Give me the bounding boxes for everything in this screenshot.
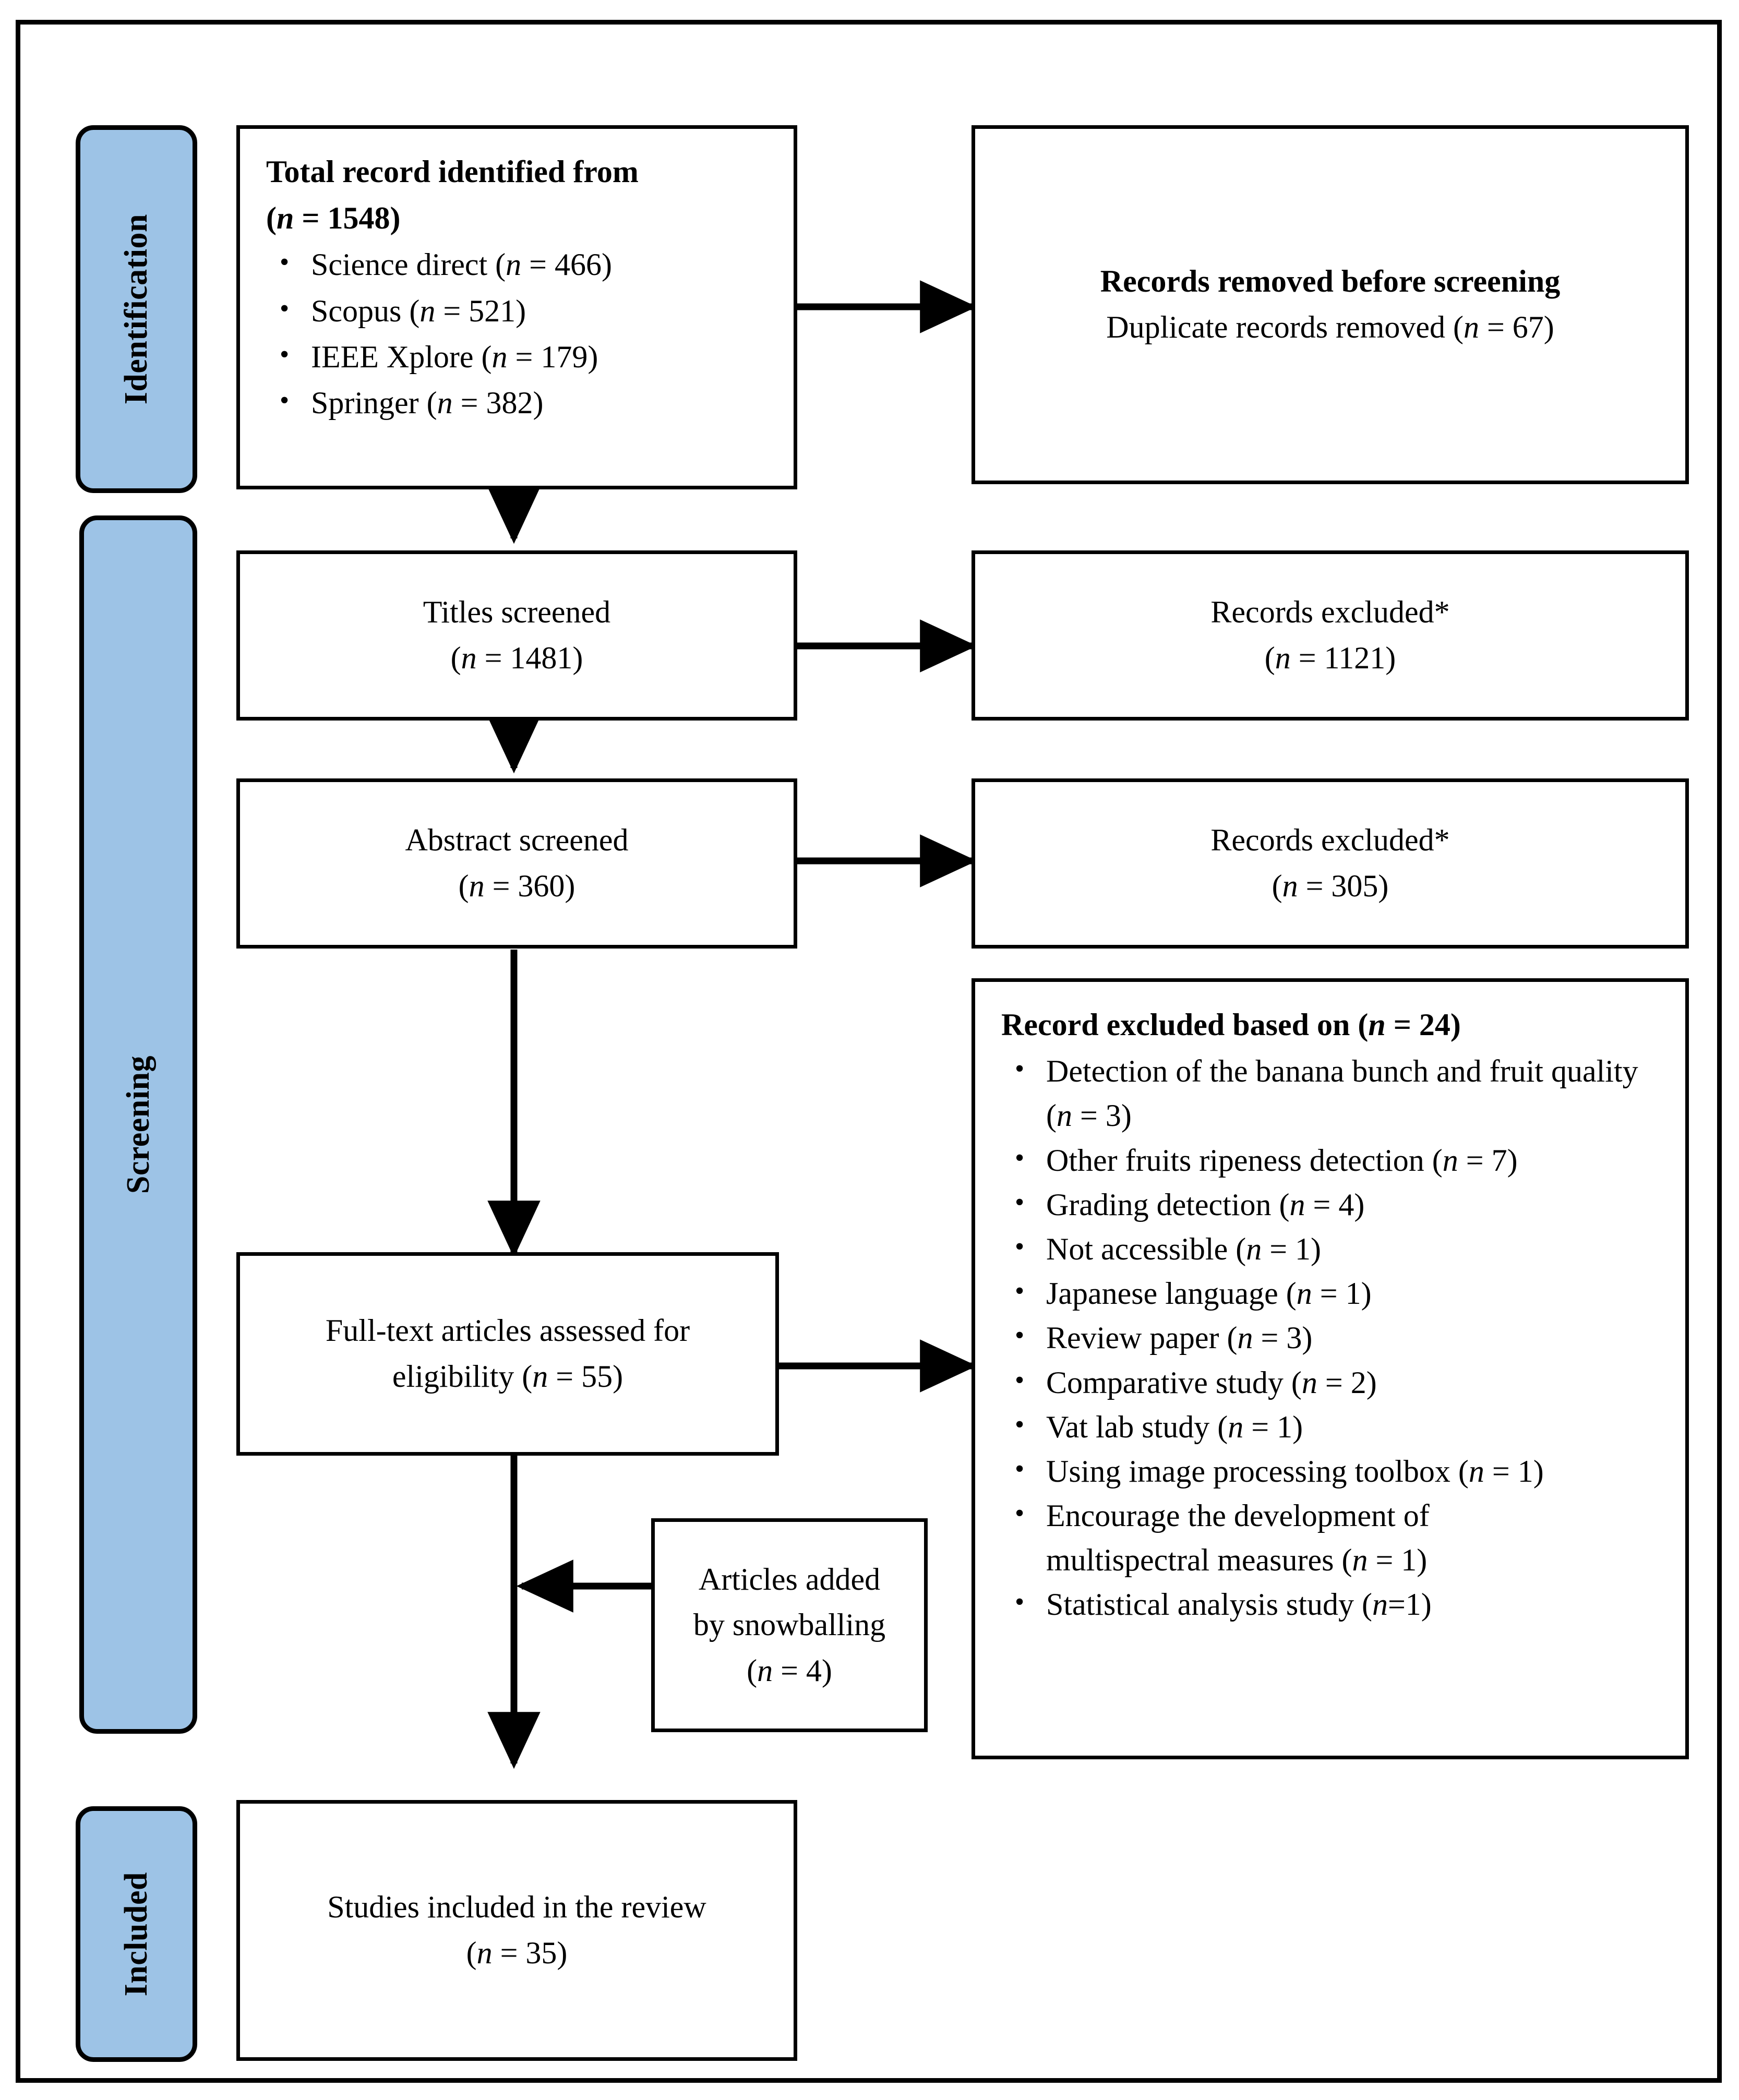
- total-records-count: (n = 1548): [266, 201, 401, 236]
- list-item: Other fruits ripeness detection (n = 7): [1014, 1137, 1670, 1183]
- stage-bar-screening: Screening: [79, 515, 197, 1734]
- list-item: Springer (n = 382): [279, 380, 778, 425]
- studies-included-label: Studies included in the review: [327, 1890, 706, 1925]
- list-item: Scopus (n = 521): [279, 288, 778, 333]
- list-item: Statistical analysis study (n=1): [1014, 1581, 1670, 1627]
- snowballing-line-2: by snowballing: [693, 1607, 886, 1642]
- list-item: Science direct (n = 466): [279, 242, 778, 287]
- fulltext-assessed-label: Full-text articles assessed for: [325, 1313, 690, 1348]
- list-item: Not accessible (n = 1): [1014, 1226, 1670, 1271]
- node-abstract-records-excluded: Records excluded* (n = 305): [972, 778, 1689, 949]
- node-titles-screened: Titles screened (n = 1481): [236, 550, 797, 721]
- node-titles-records-excluded: Records excluded* (n = 1121): [972, 550, 1689, 721]
- total-records-title: Total record identified from: [266, 154, 639, 189]
- records-removed-detail: Duplicate records removed (n = 67): [1106, 310, 1554, 344]
- fulltext-assessed-count: eligibility (n = 55): [392, 1359, 623, 1394]
- list-item: Detection of the banana bunch and fruit …: [1014, 1048, 1670, 1138]
- node-record-excluded-reasons: Record excluded based on (n = 24) Detect…: [972, 978, 1689, 1759]
- stage-bar-included: Included: [76, 1806, 197, 2062]
- list-item: Vat lab study (n = 1): [1014, 1404, 1670, 1449]
- node-total-records-identified: Total record identified from (n = 1548) …: [236, 125, 797, 489]
- studies-included-count: (n = 35): [466, 1936, 568, 1970]
- titles-excluded-count: (n = 1121): [1264, 641, 1396, 675]
- records-removed-heading: Records removed before screening: [1100, 264, 1561, 299]
- snowballing-count: (n = 4): [747, 1653, 832, 1688]
- list-item: IEEE Xplore (n = 179): [279, 334, 778, 379]
- stage-label-included: Included: [118, 1871, 154, 1997]
- list-item: Grading detection (n = 4): [1014, 1182, 1670, 1227]
- stage-label-identification: Identification: [118, 213, 154, 405]
- list-item: Using image processing toolbox (n = 1): [1014, 1448, 1670, 1494]
- titles-excluded-label: Records excluded*: [1210, 595, 1450, 630]
- record-excluded-title: Record excluded based on (n = 24): [1001, 1007, 1461, 1042]
- abstract-screened-count: (n = 360): [458, 869, 575, 903]
- total-records-source-list: Science direct (n = 466) Scopus (n = 521…: [240, 242, 794, 427]
- snowballing-line-1: Articles added: [698, 1562, 881, 1597]
- node-records-removed: Records removed before screening Duplica…: [972, 125, 1689, 484]
- node-abstract-screened: Abstract screened (n = 360): [236, 778, 797, 949]
- abstract-screened-label: Abstract screened: [405, 823, 629, 858]
- node-fulltext-assessed: Full-text articles assessed for eligibil…: [236, 1252, 779, 1456]
- list-item: Japanese language (n = 1): [1014, 1270, 1670, 1316]
- list-item: Review paper (n = 3): [1014, 1315, 1670, 1360]
- titles-screened-label: Titles screened: [423, 595, 611, 630]
- record-excluded-reason-list: Detection of the banana bunch and fruit …: [975, 1048, 1685, 1627]
- titles-screened-count: (n = 1481): [450, 641, 583, 675]
- list-item: Comparative study (n = 2): [1014, 1359, 1670, 1405]
- stage-label-screening: Screening: [120, 1055, 156, 1194]
- stage-bar-identification: Identification: [76, 125, 197, 493]
- node-studies-included: Studies included in the review (n = 35): [236, 1800, 797, 2061]
- abstract-excluded-count: (n = 305): [1272, 869, 1389, 903]
- list-item: Encourage the development of multispectr…: [1014, 1493, 1578, 1582]
- node-snowballing: Articles added by snowballing (n = 4): [651, 1518, 928, 1732]
- abstract-excluded-label: Records excluded*: [1210, 823, 1450, 858]
